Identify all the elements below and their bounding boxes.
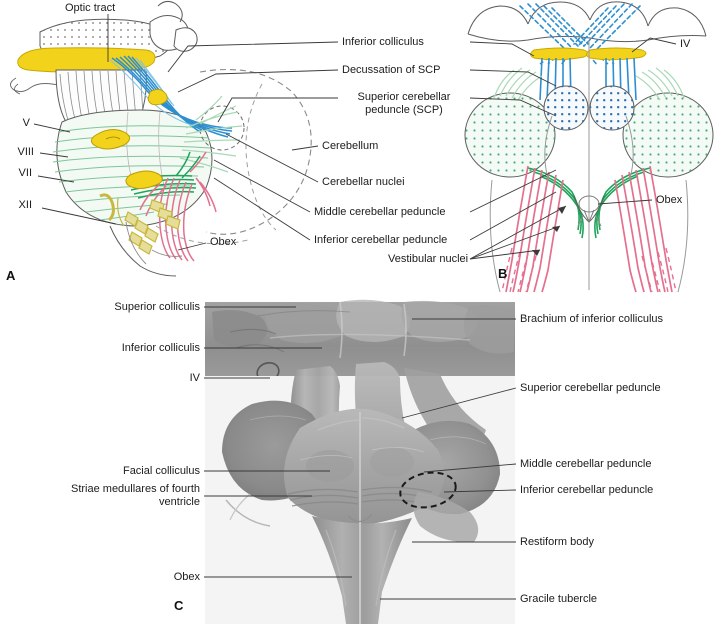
label-inferior-cerebellar-peduncle-c: Inferior cerebellar peduncle [520, 484, 654, 496]
panel-a-artwork [10, 0, 312, 277]
label-inferior-colliculus: Inferior colliculus [342, 36, 424, 48]
label-brachium-inferior-colliculus: Brachium of inferior colliculus [520, 313, 664, 325]
label-superior-colliculis: Superior colliculis [114, 301, 200, 313]
panel-b-artwork [464, 1, 714, 293]
label-obex-a: Obex [210, 236, 237, 248]
label-superior-cerebellar-peduncle: Superior cerebellar peduncle (SCP) [357, 91, 451, 116]
label-vestibular-nuclei: Vestibular nuclei [388, 253, 469, 265]
label-decussation-scp: Decussation of SCP [342, 64, 441, 76]
panel-c-photograph [205, 299, 515, 624]
label-inferior-cerebellar-peduncle: Inferior cerebellar peduncle [314, 234, 448, 246]
label-obex-b: Obex [656, 194, 683, 206]
mcp-fibers-a [179, 95, 243, 173]
panel-label-b: B [498, 266, 508, 281]
label-superior-cerebellar-peduncle-c: Superior cerebellar peduncle [520, 382, 661, 394]
label-iv-c: IV [189, 372, 200, 384]
optic-tract-band [17, 47, 156, 73]
leader-arrowheads [532, 206, 566, 256]
scp-decussation-b [519, 3, 641, 51]
label-striae-medullares: Striae medullares of fourth ventricle [70, 483, 200, 508]
label-cerebellum: Cerebellum [322, 140, 379, 152]
label-inferior-colliculis: Inferior colliculis [121, 342, 200, 354]
panel-label-a: A [6, 268, 16, 283]
label-iv-b: IV [680, 38, 691, 50]
panel-label-c: C [174, 598, 184, 613]
label-obex-c: Obex [173, 571, 200, 583]
cerebellum-outline-dashed [199, 68, 312, 235]
label-middle-cerebellar-peduncle: Middle cerebellar peduncle [314, 206, 446, 218]
label-gracile-tubercle: Gracile tubercle [520, 593, 598, 605]
label-cn-viii: VIII [17, 146, 34, 158]
label-cerebellar-nuclei: Cerebellar nuclei [322, 176, 405, 188]
iv-nerve-right-b [586, 47, 647, 61]
xii-rootlets-a [117, 197, 181, 255]
label-cn-xii: XII [18, 199, 32, 211]
leader-lines [33, 14, 677, 600]
label-cn-v: V [22, 117, 30, 129]
label-facial-colliculus: Facial colliculus [122, 465, 200, 477]
label-cn-vii: VII [18, 167, 32, 179]
label-optic-tract: Optic tract [65, 2, 116, 14]
icp-dashed-marker [399, 471, 457, 509]
label-restiform-body: Restiform body [520, 536, 594, 548]
iv-nerve-left-b [530, 47, 589, 61]
label-middle-cerebellar-peduncle-c: Middle cerebellar peduncle [520, 458, 652, 470]
mcp-fan-b [493, 67, 685, 101]
